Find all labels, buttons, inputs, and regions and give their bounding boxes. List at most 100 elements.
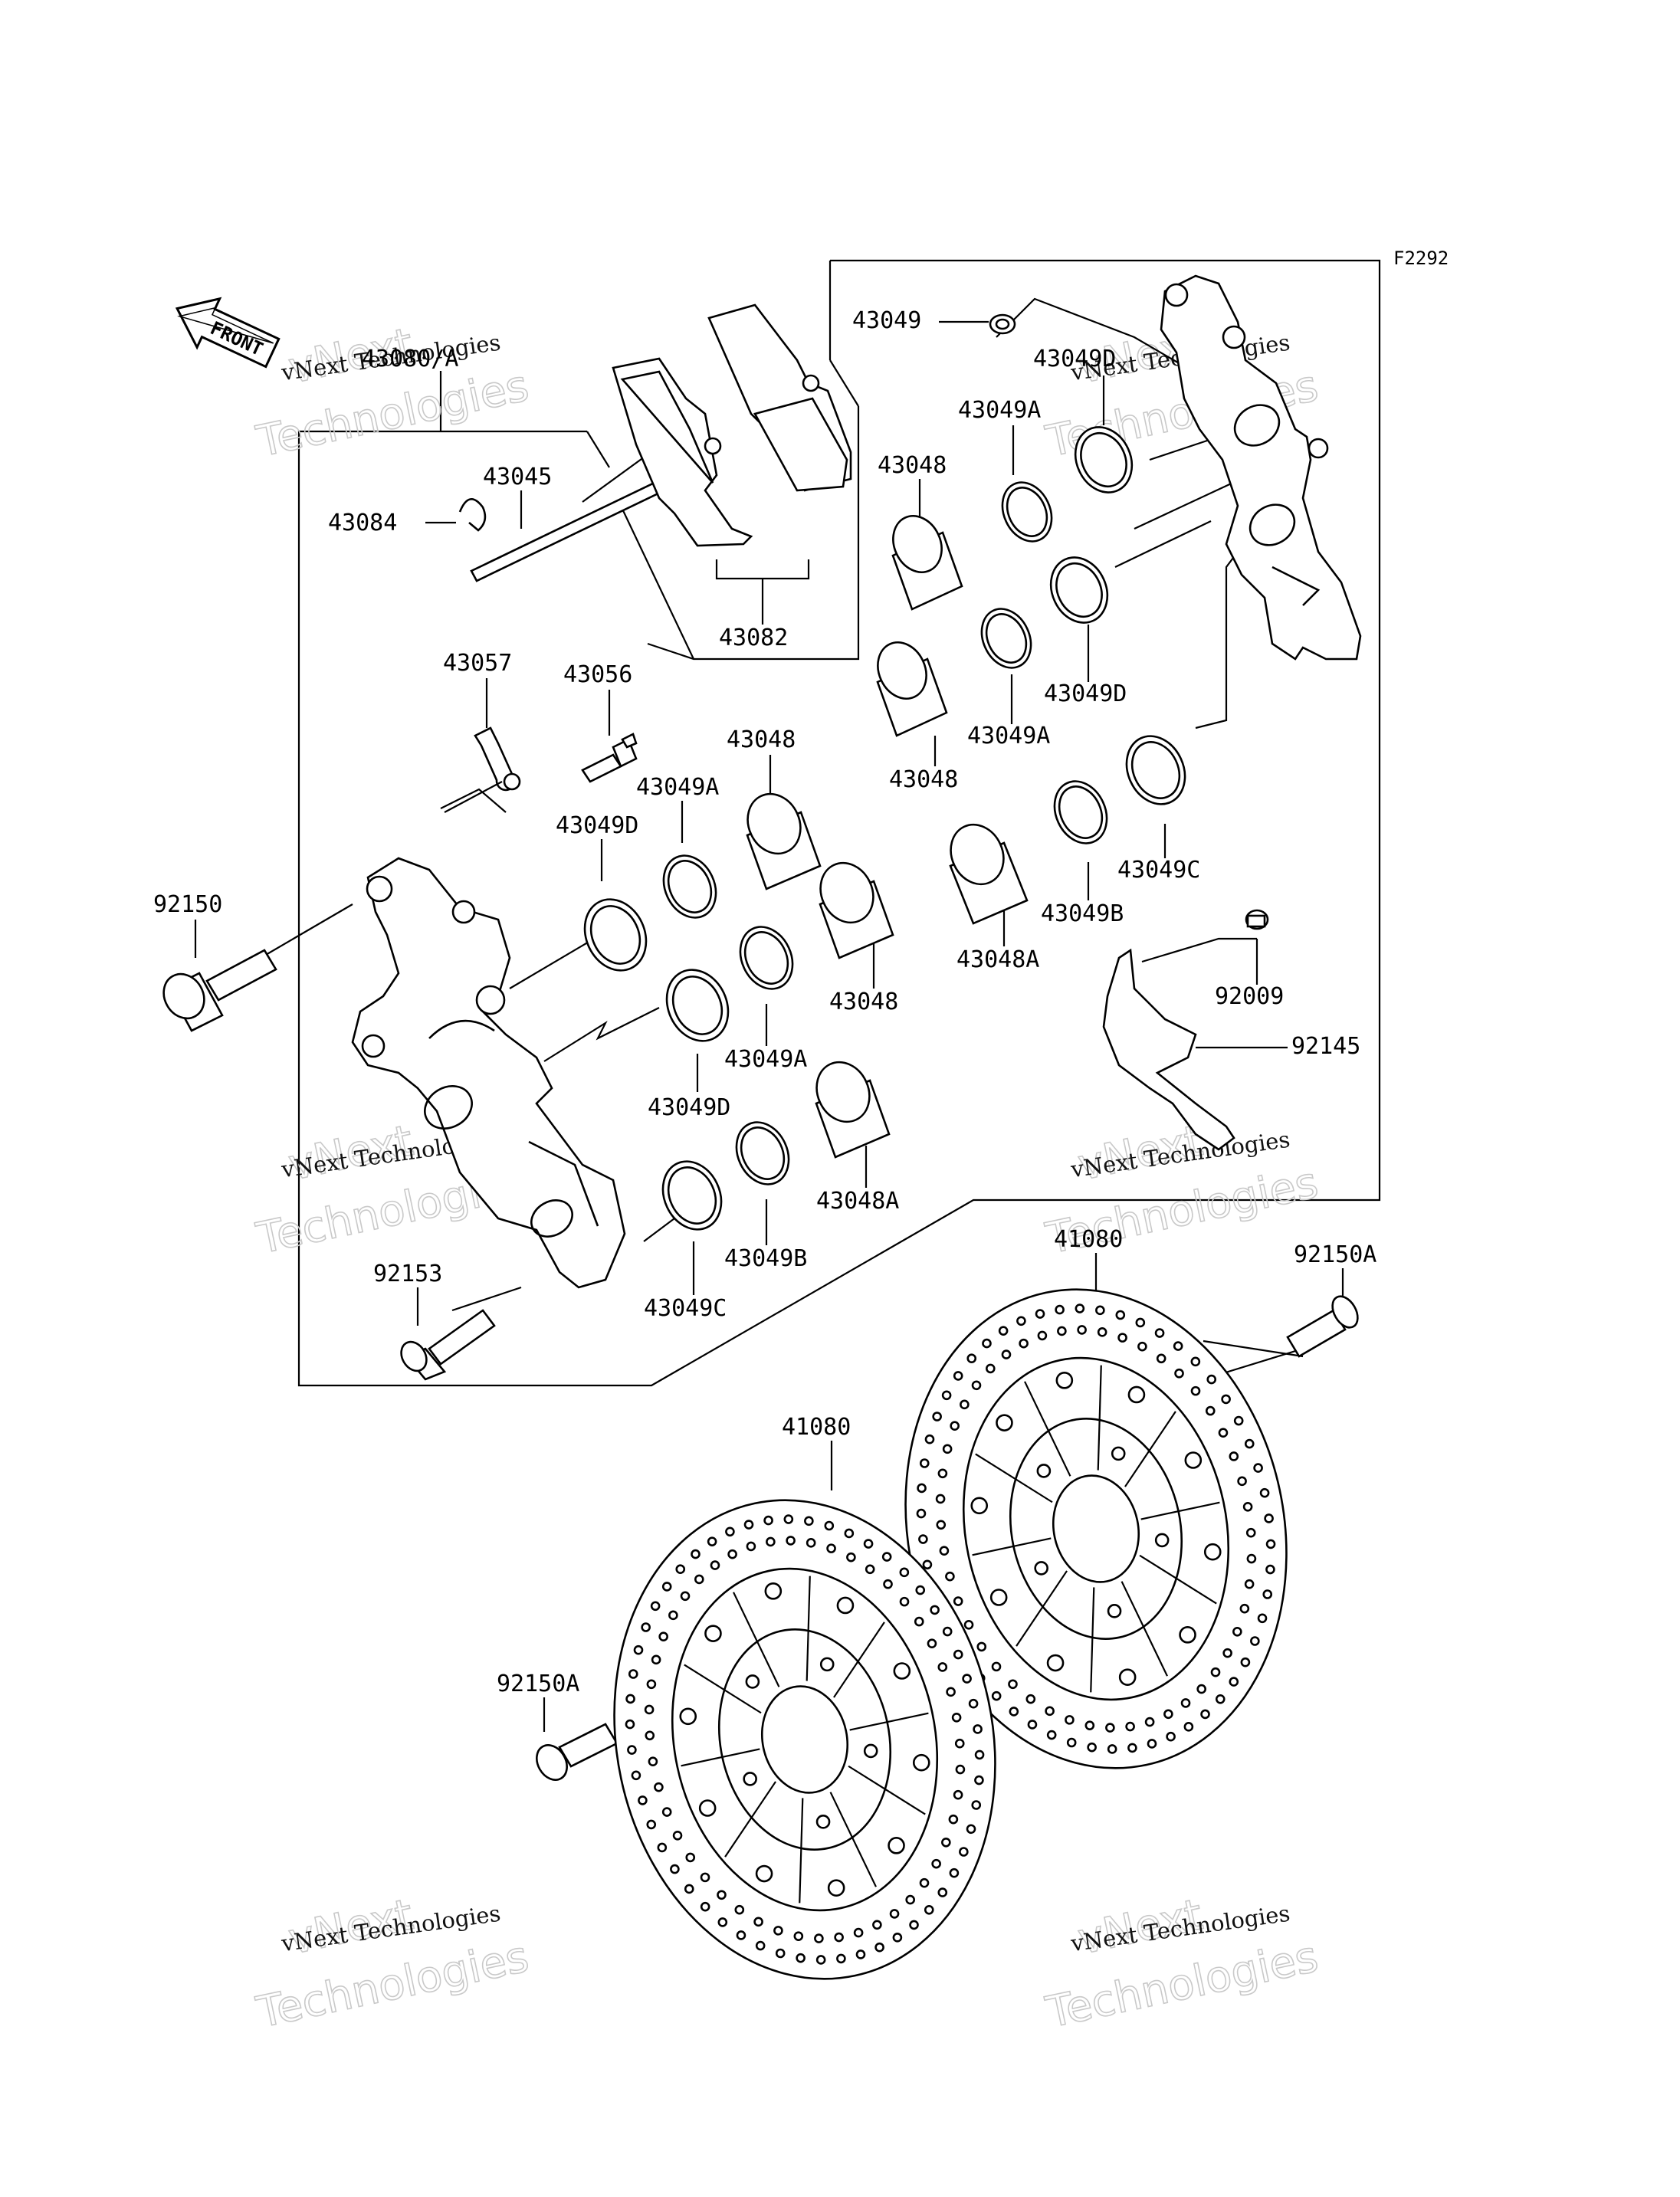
disc-hole [1025, 1694, 1036, 1704]
disc-hole [661, 1807, 672, 1817]
label-43080a: 43080/A [362, 346, 458, 372]
leader-lines [194, 297, 1344, 1732]
disc-spoke [1121, 1581, 1168, 1677]
disc-hole [951, 1712, 962, 1723]
disc-button [996, 1414, 1013, 1431]
label-41080-right: 41080 [1054, 1226, 1123, 1253]
disc-hole [936, 1520, 947, 1530]
disc-hole [736, 1930, 746, 1940]
disc-hole [1066, 1737, 1077, 1748]
disc-button [1118, 1668, 1137, 1686]
disc-hole [941, 1837, 951, 1848]
label-92150a-left: 92150A [497, 1671, 579, 1697]
diagram-code: F2292 [1393, 248, 1449, 269]
disc-hole [953, 1371, 963, 1381]
disc-hole [793, 1931, 804, 1941]
disc-button [836, 1596, 855, 1615]
disc-hole [1246, 1553, 1257, 1564]
disc-hole [1174, 1368, 1184, 1379]
disc-hole [855, 1949, 866, 1959]
label-43049c-d: 43049C [644, 1295, 727, 1322]
disc-hole [743, 1520, 754, 1530]
disc-hole [919, 1458, 930, 1468]
brake-disc-right [904, 1288, 1288, 1769]
label-92150: 92150 [153, 891, 222, 918]
disc-hole [727, 1549, 737, 1559]
label-43048-c: 43048 [727, 726, 796, 753]
disc-bolt-hole [1107, 1604, 1122, 1618]
disc-spoke [806, 1576, 811, 1681]
disc-hole [874, 1942, 884, 1953]
brake-disc-left [613, 1499, 996, 1980]
caliper-left [351, 857, 626, 1289]
disc-hole [691, 1549, 701, 1559]
disc-hole [881, 1552, 892, 1562]
disc-hole [863, 1539, 874, 1549]
label-43057: 43057 [443, 650, 512, 677]
disc-hole [1240, 1657, 1251, 1667]
label-43049-top: 43049 [852, 307, 921, 334]
disc-hole [670, 1864, 680, 1874]
brake-pads-43082 [612, 303, 852, 547]
disc-hole [917, 1483, 927, 1494]
disc-hole [625, 1719, 635, 1730]
disc-hole [960, 1399, 970, 1410]
disc-bolt-hole [743, 1772, 757, 1786]
disc-hole [707, 1536, 717, 1546]
disc-spoke [799, 1798, 804, 1904]
disc-button [764, 1582, 783, 1600]
disc-hole [1117, 1333, 1127, 1343]
label-43049a-mid: 43049A [967, 723, 1050, 749]
disc-hole [631, 1770, 641, 1781]
disc-hole [645, 1730, 655, 1741]
disc-spoke [1124, 1411, 1176, 1487]
disc-hole [950, 1421, 960, 1431]
label-43049d-c: 43049D [556, 812, 638, 839]
disc-hole [1154, 1328, 1165, 1338]
disc-hole [826, 1543, 836, 1553]
disc-hole [1196, 1684, 1207, 1694]
disc-hole [1037, 1330, 1048, 1341]
seal-rings [583, 426, 1186, 1231]
disc-hole [924, 1904, 934, 1915]
disc-hole [658, 1631, 668, 1642]
disc-hole [684, 1884, 694, 1894]
disc-button [755, 1864, 773, 1883]
disc-hole [1233, 1415, 1244, 1426]
disc-hole [1008, 1679, 1018, 1690]
disc-hole [646, 1819, 657, 1830]
disc-hole [1215, 1694, 1226, 1704]
disc-hole [641, 1622, 651, 1632]
disc-hole [1200, 1709, 1210, 1720]
disc-hole [644, 1704, 655, 1715]
disc-hole [1250, 1636, 1260, 1646]
disc-hole [1075, 1303, 1085, 1313]
disc-hole [985, 1363, 996, 1374]
disc-hole [700, 1872, 710, 1883]
label-43045: 43045 [483, 464, 552, 490]
disc-hole [1265, 1539, 1276, 1549]
disc-hole [1264, 1513, 1274, 1523]
disc-hole [661, 1582, 672, 1592]
disc-hole [646, 1679, 657, 1690]
disc-hole [1244, 1579, 1255, 1589]
disc-hole [657, 1842, 668, 1853]
disc-hole [633, 1644, 644, 1655]
disc-spoke [833, 1622, 885, 1698]
disc-hole [937, 1662, 948, 1672]
disc-hole [1009, 1707, 1019, 1717]
disc-hole [1057, 1326, 1067, 1336]
disc-hole [945, 1571, 955, 1582]
disc-button [888, 1837, 905, 1854]
disc-hole [953, 1649, 963, 1660]
disc-hole [966, 1824, 976, 1835]
disc-spoke [733, 1592, 780, 1687]
disc-hole [899, 1567, 910, 1578]
disc-bolt-hole [1111, 1446, 1126, 1461]
disc-hole [971, 1800, 982, 1810]
disc-hole [1095, 1305, 1105, 1316]
bleeder-cap-43057 [474, 726, 521, 792]
disc-hole [939, 1546, 950, 1556]
disc-hole [1244, 1438, 1255, 1449]
disc-button [704, 1625, 722, 1642]
